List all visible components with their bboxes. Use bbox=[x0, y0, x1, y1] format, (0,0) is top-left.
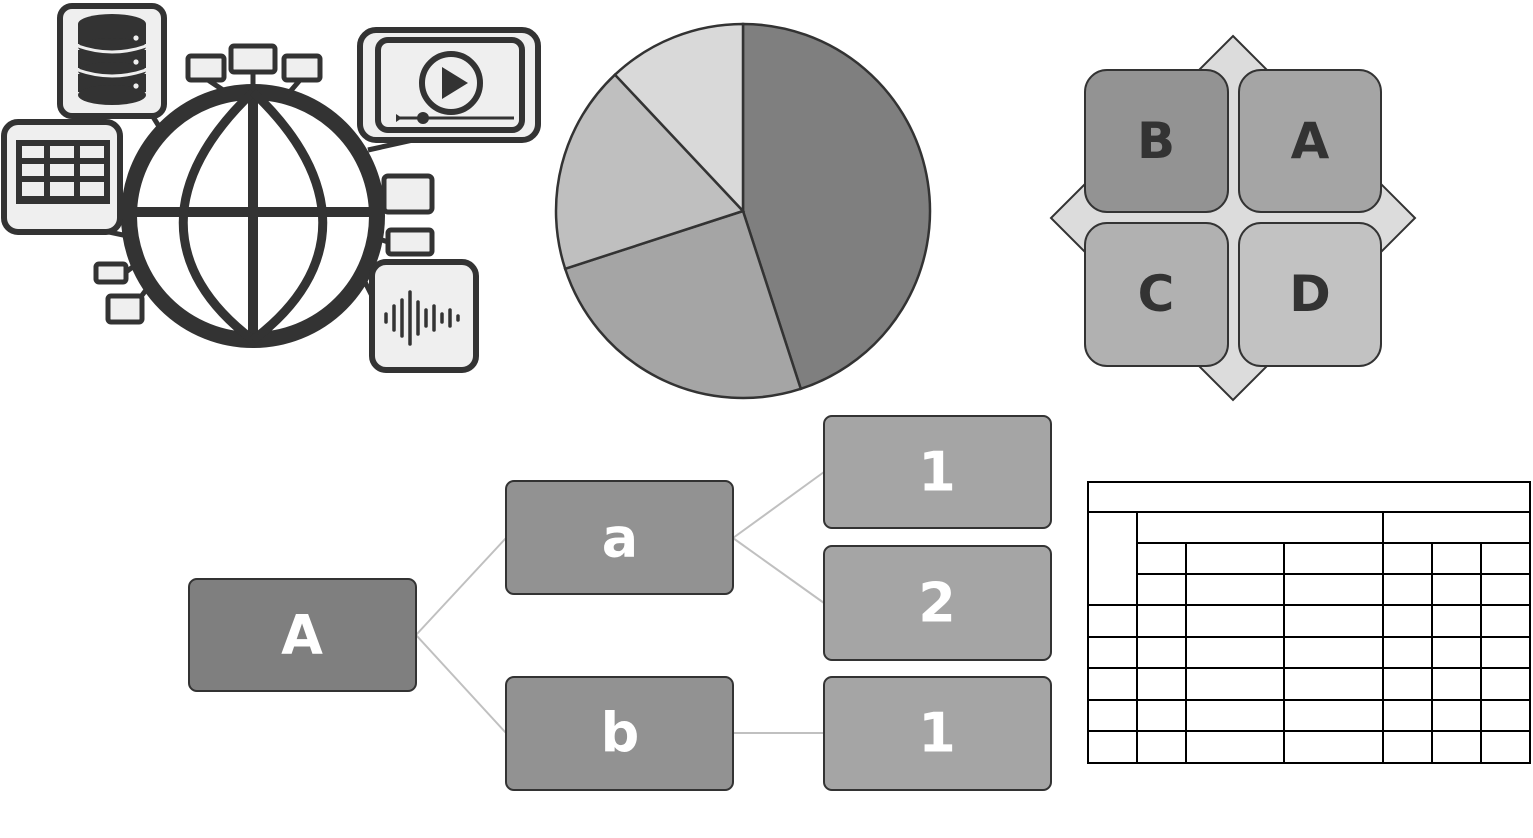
video-player-icon bbox=[357, 27, 541, 143]
quadrant-label-tl: B bbox=[1137, 112, 1175, 170]
globe-icon bbox=[121, 84, 385, 348]
tree-leaf-a2-label: 2 bbox=[918, 572, 956, 635]
speech-bubble-icon bbox=[93, 261, 129, 285]
quadrant-tile-bl bbox=[1084, 222, 1229, 367]
speech-bubble-icon bbox=[185, 53, 227, 83]
pie-slice-4 bbox=[613, 22, 745, 215]
speech-bubble-icon bbox=[105, 293, 145, 325]
quadrant-tile-tl bbox=[1084, 69, 1229, 213]
table-grid-icon bbox=[1, 119, 123, 235]
speech-bubble-icon bbox=[228, 43, 278, 75]
quadrant-label-br: D bbox=[1289, 265, 1331, 323]
pie-slice-2 bbox=[563, 209, 803, 400]
audio-waveform-icon bbox=[369, 259, 479, 373]
tree-root-label: A bbox=[281, 604, 323, 667]
quadrant-tile-tr bbox=[1238, 69, 1382, 213]
tree-node-a-label: a bbox=[602, 507, 638, 570]
pie-chart bbox=[554, 22, 932, 400]
quadrant-diagram: B A C D bbox=[1049, 34, 1417, 402]
network-cluster bbox=[1, 3, 541, 373]
database-icon bbox=[57, 3, 167, 119]
tree-node-b bbox=[505, 676, 734, 791]
tree-diagram: A a b 1 2 1 bbox=[188, 415, 1052, 791]
tree-leaf-b1-label: 1 bbox=[918, 702, 956, 765]
quadrant-label-bl: C bbox=[1138, 265, 1175, 323]
tree-leaf-b1 bbox=[823, 676, 1052, 791]
tree-connectors bbox=[415, 471, 825, 734]
blank-table bbox=[1087, 481, 1531, 764]
pie-slice-3 bbox=[554, 72, 746, 271]
quadrant-label-tr: A bbox=[1291, 112, 1330, 170]
tree-leaf-a2 bbox=[823, 545, 1052, 661]
speech-bubble-icon bbox=[381, 173, 435, 215]
speech-bubble-icon bbox=[385, 227, 435, 257]
quadrant-tile-br bbox=[1238, 222, 1382, 367]
pie-slice-1 bbox=[741, 22, 932, 391]
tree-node-a bbox=[505, 480, 734, 595]
tree-leaf-a1 bbox=[823, 415, 1052, 529]
tree-node-b-label: b bbox=[601, 702, 640, 765]
tree-leaf-a1-label: 1 bbox=[918, 441, 956, 504]
speech-bubble-icon bbox=[281, 53, 323, 83]
tree-root-node bbox=[188, 578, 417, 692]
